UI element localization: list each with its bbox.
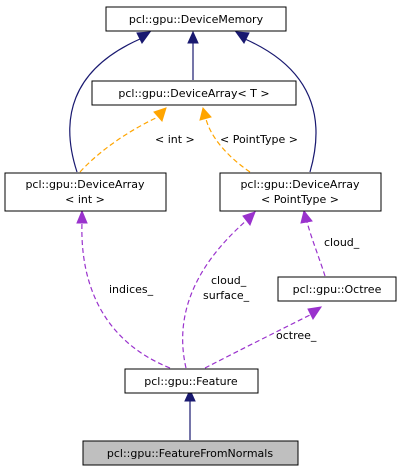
node-label: pcl::gpu::DeviceArray< T > (118, 87, 269, 100)
edge-label-octree: octree_ (276, 329, 317, 342)
arrowhead-icon (76, 209, 88, 224)
edge-label-surface: surface_ (203, 289, 250, 302)
node-label-line2: < PointType > (261, 193, 339, 206)
arrowhead-icon (300, 209, 313, 224)
arrowhead-icon (234, 31, 250, 44)
node-device-memory[interactable]: pcl::gpu::DeviceMemory (105, 6, 287, 32)
node-label: pcl::gpu::Octree (293, 283, 382, 296)
arrowhead-icon (307, 306, 323, 320)
node-label-line1: pcl::gpu::DeviceArray (240, 178, 360, 191)
edge-devicearray-int-template (79, 116, 159, 173)
arrowhead-icon (199, 106, 212, 121)
edge-devicearray-pt-to-devicememory (244, 38, 317, 173)
edge-label-int: < int > (155, 133, 195, 146)
edge-feature-octree (204, 313, 313, 369)
node-label-line2: < int > (65, 193, 105, 206)
node-feature-from-normals[interactable]: pcl::gpu::FeatureFromNormals (82, 440, 299, 466)
edge-label-indices: indices_ (109, 283, 154, 296)
edge-devicearray-pt-template (205, 118, 251, 173)
arrowhead-icon (184, 388, 196, 402)
node-device-array-int[interactable]: pcl::gpu::DeviceArray < int > (4, 172, 167, 212)
arrowhead-icon (153, 107, 167, 122)
node-label: pcl::gpu::DeviceMemory (129, 13, 264, 26)
edge-label-pointtype: < PointType > (220, 133, 298, 146)
node-label: pcl::gpu::FeatureFromNormals (107, 447, 273, 460)
edge-feature-cloud-surface (182, 219, 248, 369)
edge-devicearray-int-to-devicememory (69, 38, 141, 173)
arrowhead-icon (187, 30, 199, 44)
node-device-array-t[interactable]: pcl::gpu::DeviceArray< T > (91, 80, 297, 106)
node-feature[interactable]: pcl::gpu::Feature (124, 368, 259, 394)
edge-label-cloud: cloud_ (211, 274, 247, 287)
edge-label-cloud-octree: cloud_ (324, 236, 360, 249)
arrowhead-icon (136, 31, 152, 44)
edge-feature-indices (81, 221, 171, 369)
node-octree[interactable]: pcl::gpu::Octree (277, 276, 397, 302)
arrowhead-icon (242, 211, 256, 227)
node-device-array-pointtype[interactable]: pcl::gpu::DeviceArray < PointType > (219, 172, 382, 212)
node-label-line1: pcl::gpu::DeviceArray (25, 178, 145, 191)
node-label: pcl::gpu::Feature (144, 375, 238, 388)
edge-octree-cloud (306, 221, 326, 277)
